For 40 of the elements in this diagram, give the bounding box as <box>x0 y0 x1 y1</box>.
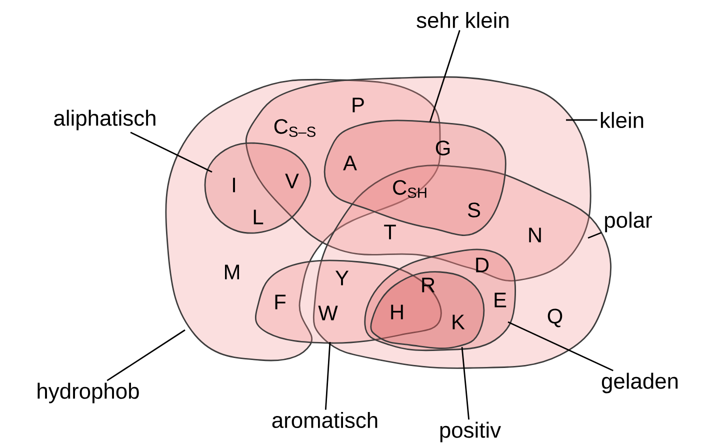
region-outline <box>204 142 312 234</box>
leader-line <box>588 232 602 239</box>
letter-label: D <box>476 258 489 272</box>
letter-label: A <box>343 156 357 170</box>
letter-label: I <box>233 178 235 192</box>
letter-label: Q <box>548 308 562 328</box>
leader-line <box>508 321 614 372</box>
letter-label: Y <box>335 270 349 286</box>
leader-line <box>429 30 460 122</box>
region-label: geladen <box>602 372 678 394</box>
leader-line <box>130 132 212 173</box>
leader-line <box>566 119 598 121</box>
region-outline <box>364 248 516 352</box>
letter-label: C$_{SH}$ <box>393 180 426 198</box>
letter-label: G <box>436 140 450 156</box>
leader-line <box>324 342 331 410</box>
letter-label: E <box>494 292 506 308</box>
leader-line <box>461 346 470 420</box>
leader-line <box>106 329 186 382</box>
letter-label: H <box>391 304 403 320</box>
region-label: aromatisch <box>272 412 378 428</box>
letter-label: S <box>468 202 480 218</box>
letter-label: W <box>318 306 338 320</box>
region-label: sehr klein <box>416 12 508 28</box>
region-label: hydrophob <box>38 382 139 404</box>
letter-label: L <box>254 210 264 224</box>
letter-label: C$_{S–S}$ <box>274 119 316 137</box>
letter-label: R <box>422 278 435 292</box>
letter-label: P <box>352 98 364 112</box>
region-label: positiv <box>440 422 501 442</box>
region-label: aliphatisch <box>54 110 156 130</box>
letter-label: F <box>275 294 286 310</box>
letter-label: M <box>225 264 239 280</box>
region-label: klein <box>600 112 644 128</box>
letter-label: K <box>452 314 465 330</box>
letter-label: T <box>384 224 396 240</box>
region-label: polar <box>605 212 652 232</box>
letter-label: N <box>529 228 541 242</box>
region-outline <box>370 271 485 349</box>
letter-label: V <box>285 174 299 188</box>
